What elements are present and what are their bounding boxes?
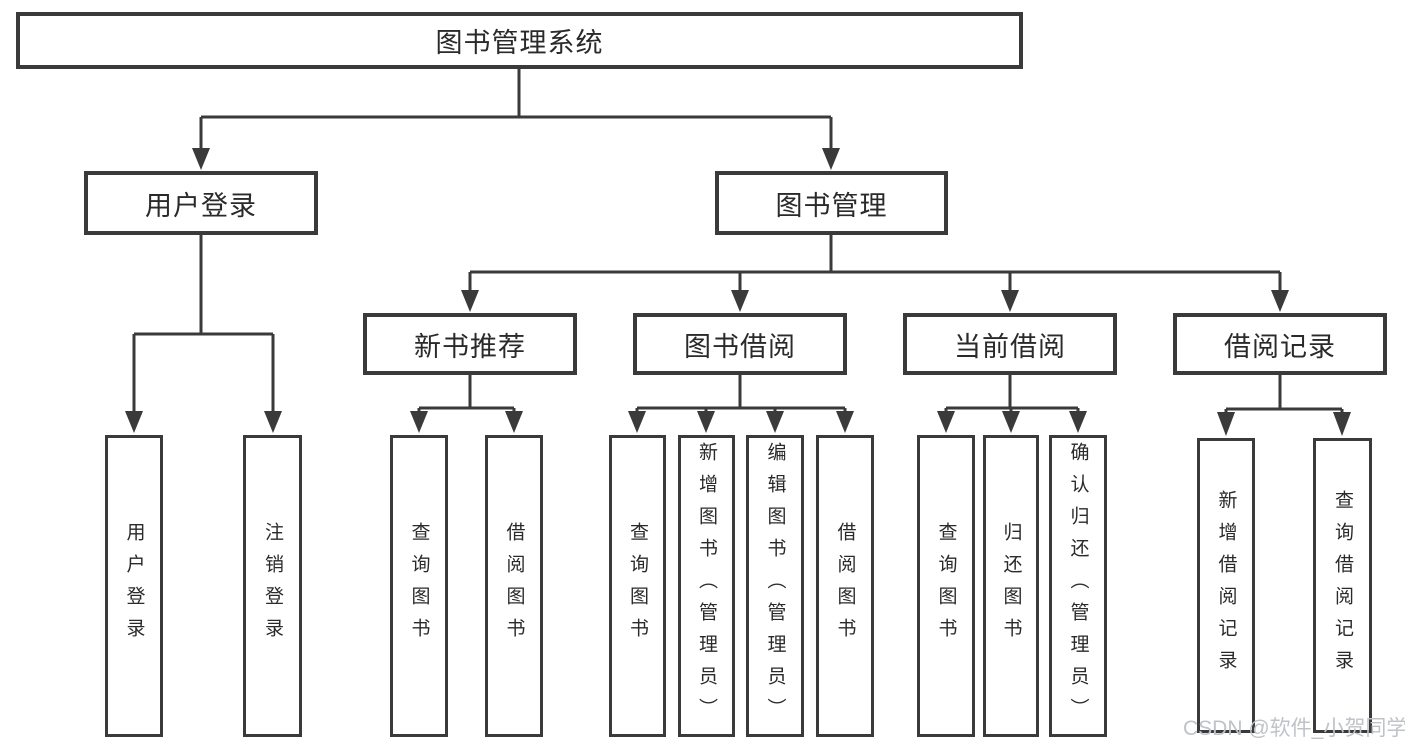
node-new-book-recommendation-label: 新书推荐 (414, 331, 526, 362)
leaf-borrow-books-borrowing-label: 借阅图书 (834, 522, 856, 650)
arrow-down-icon (731, 290, 749, 312)
arrow-down-icon (836, 411, 854, 433)
arrow-down-icon (1001, 290, 1019, 312)
leaf-logout-label: 注销登录 (262, 522, 283, 650)
node-user-login: 用户登录 (84, 171, 318, 235)
leaf-query-books-borrowing: 查询图书 (609, 435, 666, 737)
node-library-system-root: 图书管理系统 (16, 12, 1023, 69)
arrow-down-icon (125, 411, 143, 433)
arrow-down-icon (628, 411, 646, 433)
leaf-return-book-label: 归还图书 (1000, 522, 1022, 650)
leaf-confirm-return-admin-label: 确认归还（管理员） (1067, 442, 1089, 730)
leaf-borrow-books-recommend-label: 借阅图书 (503, 522, 525, 650)
arrow-down-icon (1333, 412, 1351, 436)
leaf-confirm-return-admin: 确认归还（管理员） (1049, 435, 1107, 737)
node-current-borrowing: 当前借阅 (903, 313, 1117, 375)
node-borrowing-records: 借阅记录 (1173, 313, 1387, 375)
node-book-management-label: 图书管理 (775, 190, 888, 221)
node-user-login-label: 用户登录 (145, 190, 257, 221)
arrow-down-icon (192, 148, 210, 170)
leaf-query-books-recommend: 查询图书 (390, 435, 448, 737)
node-book-management: 图书管理 (715, 171, 948, 235)
node-new-book-recommendation: 新书推荐 (363, 313, 577, 375)
leaf-logout: 注销登录 (243, 435, 302, 737)
leaf-user-login-label: 用户登录 (123, 522, 145, 650)
leaf-return-book: 归还图书 (983, 435, 1039, 737)
leaf-add-book-admin-label: 新增图书（管理员） (696, 442, 717, 730)
leaf-borrow-books-borrowing: 借阅图书 (816, 435, 874, 737)
leaf-query-borrow-record: 查询借阅记录 (1313, 438, 1372, 733)
leaf-edit-book-admin-label: 编辑图书（管理员） (764, 442, 786, 730)
leaf-add-borrow-record-label: 新增借阅记录 (1215, 489, 1237, 682)
node-book-borrowing: 图书借阅 (633, 313, 847, 375)
arrow-down-icon (766, 411, 784, 433)
arrow-down-icon (505, 411, 523, 433)
leaf-query-books-current: 查询图书 (917, 435, 975, 737)
node-book-borrowing-label: 图书借阅 (684, 331, 796, 362)
arrow-down-icon (1271, 290, 1289, 312)
arrow-down-icon (1069, 411, 1087, 433)
arrowheads (125, 148, 1351, 436)
csdn-watermark: CSDN @软件_小贺同学 (1183, 717, 1405, 740)
arrow-down-icon (937, 411, 955, 433)
leaf-edit-book-admin: 编辑图书（管理员） (746, 435, 804, 737)
arrow-down-icon (410, 411, 428, 433)
arrow-down-icon (1217, 412, 1235, 436)
arrow-down-icon (822, 148, 840, 170)
arrow-down-icon (264, 411, 282, 433)
leaf-add-book-admin: 新增图书（管理员） (678, 435, 735, 737)
leaf-query-borrow-record-label: 查询借阅记录 (1332, 489, 1353, 682)
arrow-down-icon (697, 411, 715, 433)
arrow-down-icon (461, 290, 479, 312)
leaf-borrow-books-recommend: 借阅图书 (485, 435, 543, 737)
leaf-query-books-borrowing-label: 查询图书 (627, 522, 648, 650)
leaf-user-login: 用户登录 (105, 435, 163, 737)
node-borrowing-records-label: 借阅记录 (1224, 331, 1336, 362)
node-library-system-root-label: 图书管理系统 (435, 28, 604, 58)
leaf-add-borrow-record: 新增借阅记录 (1197, 438, 1255, 733)
node-current-borrowing-label: 当前借阅 (954, 331, 1066, 362)
arrow-down-icon (1002, 411, 1020, 433)
leaf-query-books-recommend-label: 查询图书 (408, 522, 430, 650)
leaf-query-books-current-label: 查询图书 (935, 522, 957, 650)
